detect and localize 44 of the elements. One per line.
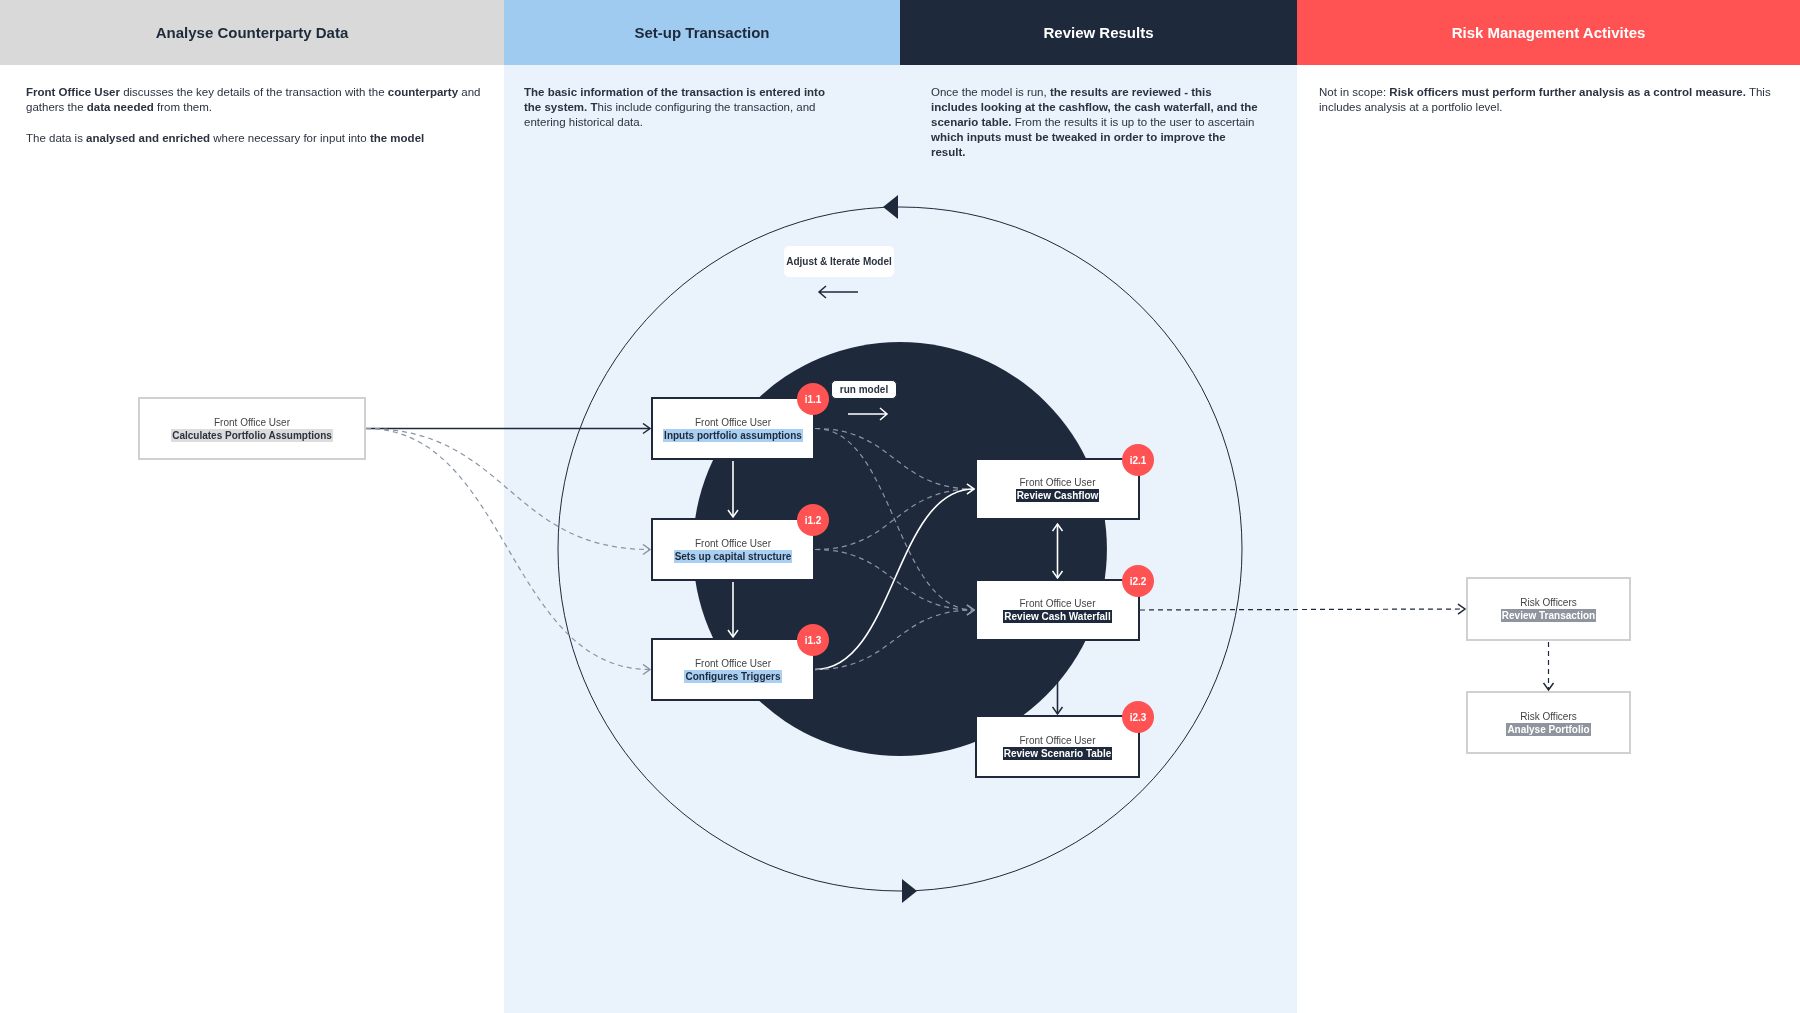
step-badge: i2.2	[1122, 565, 1154, 597]
arrow	[727, 581, 739, 638]
role-text: Front Office User	[695, 536, 771, 550]
label-box: Adjust & Iterate Model	[784, 246, 894, 277]
process-box	[1466, 691, 1631, 754]
role-text: Front Office User	[214, 415, 290, 429]
dashed-arrow	[814, 604, 975, 671]
step-badge: i2.3	[1122, 701, 1154, 733]
lane-header: Set-up Transaction	[504, 0, 900, 65]
task-text: Review Scenario Table	[1002, 746, 1113, 760]
role-text: Risk Officers	[1520, 596, 1577, 609]
role-text: Front Office User	[695, 656, 771, 670]
description-text: The data is analysed and enriched where necessary for input into the model	[26, 131, 426, 146]
step-badge: i2.1	[1122, 444, 1154, 476]
lane-header: Analyse Counterparty Data	[0, 0, 504, 65]
dashed-arrow	[365, 427, 651, 675]
task-text: Review Cash Waterfall	[1003, 610, 1112, 623]
lane-header: Review Results	[900, 0, 1297, 65]
task-text: Review Cashflow	[1015, 489, 1100, 502]
swimlane	[504, 0, 900, 1013]
lane-header: Risk Management Activites	[1297, 0, 1800, 65]
description-text: The basic information of the transaction is entered into the system. This include configuring the transaction, and entering historical data.	[524, 85, 826, 130]
role-text: Front Office User	[1019, 476, 1096, 489]
process-box	[1466, 577, 1631, 641]
task-text: Analyse Portfolio	[1506, 722, 1591, 736]
task-text: Calculates Portfolio Assumptions	[171, 428, 333, 442]
role-text: Front Office User	[1019, 597, 1096, 610]
role-text: Risk Officers	[1520, 709, 1577, 723]
arrow	[727, 460, 739, 518]
role-text: Front Office User	[1019, 733, 1096, 747]
swimlane	[900, 0, 1297, 1013]
task-text: Review Transaction	[1500, 609, 1597, 622]
description-text: Front Office User discusses the key details of the transaction with the counterparty and gathers the data needed from them.	[26, 85, 482, 115]
arrow	[1051, 523, 1064, 579]
task-text: Sets up capital structure	[673, 549, 793, 563]
dashed-arrow	[1139, 603, 1466, 615]
description-text: Not in scope: Risk officers must perform further analysis as a control measure. This includes analysis at a portfolio level.	[1319, 85, 1772, 115]
task-text: Inputs portfolio assumptions	[663, 428, 803, 442]
dashed-arrow	[1542, 641, 1555, 691]
description-text: Once the model is run, the results are reviewed - this includes looking at the cashflow, the cash waterfall, and the scenario table. From the results it is up to the user to ascertain which inputs must be tweaked in order to improve the result.	[931, 85, 1259, 160]
process-box	[138, 397, 366, 460]
label-box: run model	[831, 380, 897, 399]
role-text: Front Office User	[695, 415, 771, 429]
task-text: Configures Triggers	[684, 669, 782, 683]
